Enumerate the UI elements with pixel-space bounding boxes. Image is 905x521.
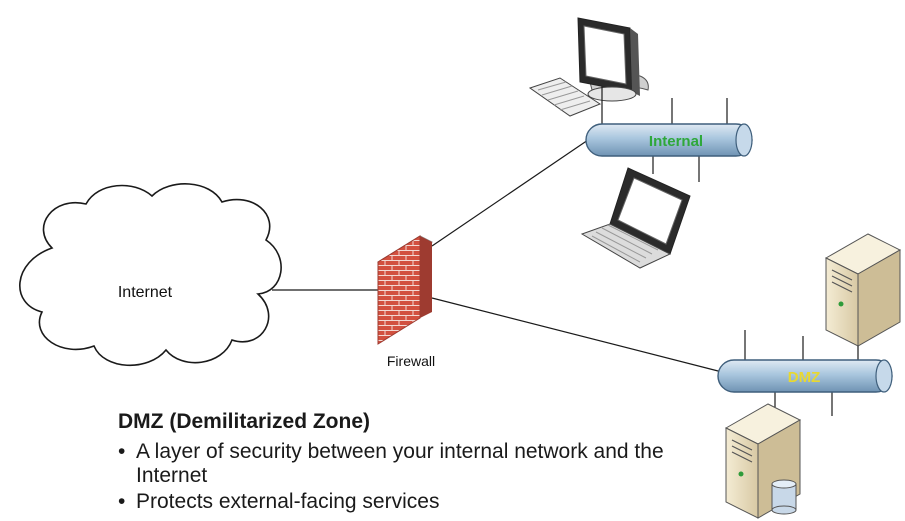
internal-network-bus: Internal (585, 86, 753, 182)
desktop-computer-icon (528, 17, 649, 117)
firewall-dmz-link (431, 297, 723, 373)
server-icon-lower (724, 403, 802, 519)
internal-label: Internal (649, 133, 703, 150)
internet-label: Internet (118, 284, 173, 301)
database-icon (771, 479, 797, 515)
dmz-network-bus: DMZ (717, 330, 893, 416)
bullet-item: Protects external-facing services (118, 490, 678, 514)
server-icon-upper (824, 233, 902, 347)
connection-lines (272, 139, 723, 373)
internet-cloud: Internet (19, 183, 282, 367)
firewall-label: Firewall (387, 353, 435, 369)
dmz-label: DMZ (788, 369, 821, 386)
firewall-internal-link (431, 139, 589, 247)
laptop-icon (580, 167, 691, 269)
dmz-heading: DMZ (Demilitarized Zone) (118, 410, 371, 433)
bullet-list: A layer of security between your interna… (118, 440, 678, 516)
bullet-item: A layer of security between your interna… (118, 440, 678, 488)
firewall-icon: Firewall (376, 235, 435, 369)
